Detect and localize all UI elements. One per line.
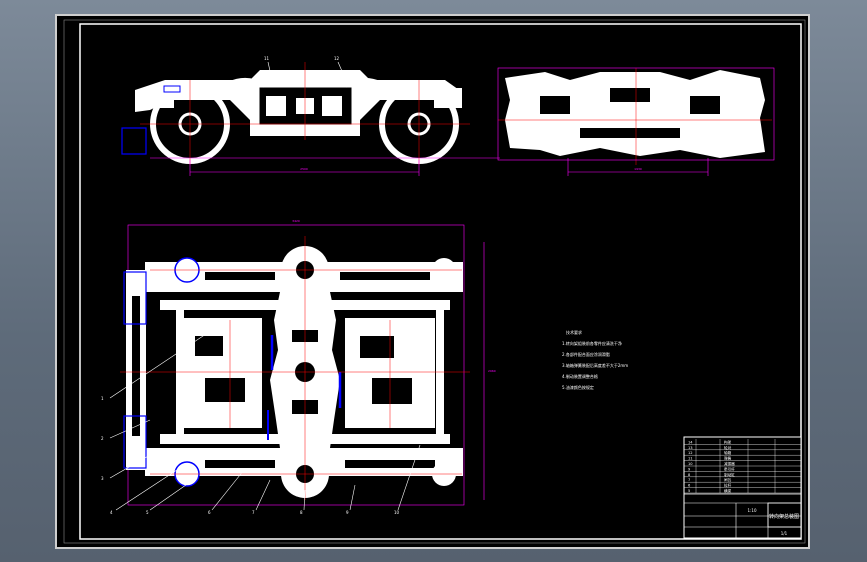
title-block: 14 构架 13 轮对 12 轴箱 11 弹簧 10 减振器 9 牵引杆 8 制动缸 7 闸瓦 6 拉杆 5 横梁 转…	[683, 436, 802, 539]
end-dim-box	[497, 67, 775, 161]
parts-row-name: 减振器	[724, 461, 735, 466]
spring-right	[322, 96, 342, 116]
parts-row-name: 轴箱	[724, 450, 732, 455]
leader-9	[349, 484, 356, 511]
left-assembly-hole2	[205, 378, 245, 402]
upper-link-r	[343, 78, 402, 98]
notes-line-2: 2.各部件配合面应涂润滑脂	[562, 351, 610, 357]
plan-length-dim: 3420	[292, 219, 300, 223]
parts-row-no: 5	[688, 489, 690, 493]
callout-2: 2	[101, 436, 104, 441]
side-blue-box	[121, 127, 147, 155]
leader-5	[149, 477, 197, 511]
plan-view: 3420 2960	[120, 219, 496, 506]
notes-line-1: 1.转向架组装前各零件应清洗干净	[562, 340, 622, 346]
leader-7	[255, 479, 271, 511]
side-blue-marker	[163, 85, 181, 93]
parts-row-no: 12	[688, 451, 693, 455]
callout-7: 7	[252, 510, 255, 515]
axle-bottom-slot	[205, 460, 275, 468]
leader-1	[109, 327, 216, 399]
drawing-title: 转向架总装图	[769, 513, 799, 520]
end-cutout-1	[540, 96, 570, 114]
technical-notes: 技术要求 1.转向架组装前各零件应清洗干净 2.各部件配合面应涂润滑脂 3.轴箱…	[562, 329, 628, 390]
end-view: 1930	[497, 67, 775, 176]
end-cutout-2	[690, 96, 720, 114]
leader-2	[109, 419, 151, 439]
blue-box-left-top	[123, 271, 147, 325]
axle-box-right	[434, 88, 462, 108]
parts-row-no: 8	[688, 473, 691, 477]
parts-row-name: 牵引杆	[724, 466, 735, 471]
parts-row-name: 弹簧	[724, 456, 732, 461]
parts-row-no: 11	[688, 457, 693, 461]
parts-row-no: 13	[688, 446, 693, 450]
axle-box-left	[146, 88, 174, 108]
callout-8: 8	[300, 510, 303, 515]
parts-table: 14 构架 13 轮对 12 轴箱 11 弹簧 10 减振器 9 牵引杆 8 制动缸 7 闸瓦 6 拉杆 5 横梁	[684, 439, 801, 494]
end-width-dim: 1930	[634, 167, 642, 171]
leader-12	[337, 61, 346, 79]
side-rail-left	[176, 300, 184, 440]
right-assembly-hole1	[360, 336, 394, 358]
axle-bottom-slot2	[345, 460, 435, 468]
drawing-scale: 1:10	[748, 508, 757, 513]
side-view: 2500	[121, 62, 500, 176]
side-rail-right	[436, 300, 444, 440]
parts-row-name: 闸瓦	[724, 477, 732, 482]
leader-10	[397, 444, 421, 511]
callout-5: 5	[146, 510, 149, 515]
parts-row-no: 7	[688, 478, 690, 482]
drawing-sheet-no: 1/1	[781, 531, 788, 536]
callout-labels: 1 2 3 4 5 6 7 8 9 10 11 12	[101, 56, 400, 515]
left-assembly-hole1	[195, 336, 223, 356]
end-cutout-3	[580, 128, 680, 138]
parts-row-no: 14	[688, 440, 693, 444]
parts-row-no: 6	[688, 484, 691, 488]
callout-11: 11	[264, 56, 270, 61]
parts-row-no: 9	[688, 467, 691, 471]
side-wheelbase-dim: 2500	[300, 167, 308, 171]
leader-6	[211, 469, 245, 511]
callout-9: 9	[346, 510, 349, 515]
inner-border	[79, 23, 802, 540]
end-body	[505, 70, 765, 158]
outer-border	[63, 19, 806, 544]
callout-6: 6	[208, 510, 211, 515]
leader-3	[109, 454, 151, 479]
callout-12: 12	[334, 56, 340, 61]
axle-top-slot2	[340, 272, 430, 280]
parts-row-name: 制动缸	[724, 472, 735, 477]
leader-lines	[109, 61, 421, 511]
wheelset-left-inner	[132, 296, 140, 436]
upper-link-l	[208, 78, 267, 98]
callout-4: 4	[110, 510, 113, 515]
right-assembly-hole2	[372, 378, 412, 404]
blue-box-left-bottom	[123, 415, 147, 469]
callout-3: 3	[101, 476, 104, 481]
parts-row-name: 构架	[724, 439, 732, 444]
end-cutout-4	[610, 88, 650, 102]
axle-top-slot	[205, 272, 275, 280]
leader-4	[115, 467, 181, 511]
parts-row-no: 10	[688, 462, 693, 466]
notes-line-4: 4.制动装置调整合格	[562, 373, 598, 379]
notes-heading: 技术要求	[566, 329, 582, 335]
parts-row-name: 拉杆	[724, 483, 732, 488]
parts-row-name: 轮对	[724, 445, 732, 450]
tb-title-cell	[767, 502, 802, 528]
spring-left	[266, 96, 286, 116]
parts-row-name: 横梁	[724, 488, 732, 493]
leader-8	[303, 489, 306, 511]
leader-11	[267, 61, 273, 81]
callout-1: 1	[101, 396, 104, 401]
callout-10: 10	[394, 510, 400, 515]
left-assembly	[180, 318, 262, 428]
plan-height-dim: 2960	[488, 369, 496, 373]
notes-line-3: 3.轴箱弹簧装配后高度差不大于2mm	[562, 362, 628, 368]
notes-line-5: 5.油漆颜色按规定	[562, 384, 594, 390]
